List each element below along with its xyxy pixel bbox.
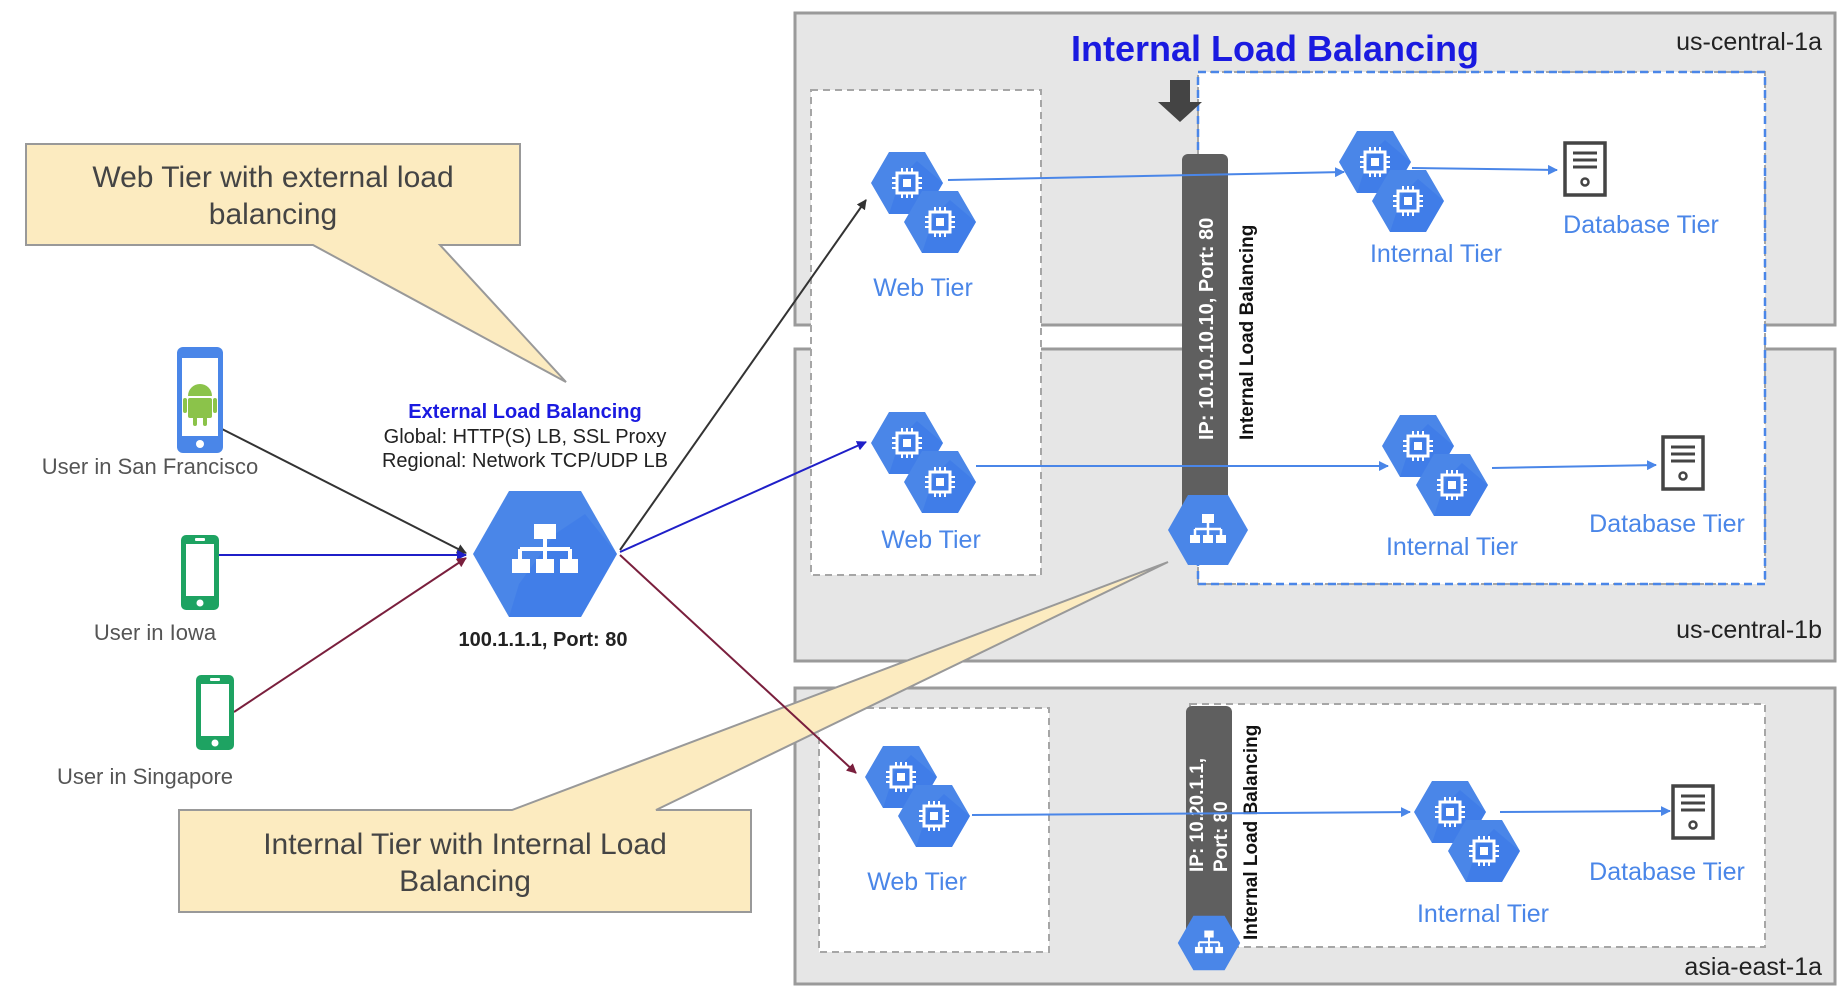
user-label-iowa: User in Iowa — [94, 620, 217, 645]
database-icon — [1671, 784, 1715, 840]
callout-web-tier-line1: Web Tier with external load — [92, 161, 453, 194]
region-label-us-central-1a: us-central-1a — [1676, 28, 1822, 56]
user-label-san-francisco: User in San Francisco — [42, 454, 258, 479]
link-lb-to-web-1b — [619, 441, 867, 553]
internal-tier-group-us — [1197, 71, 1766, 585]
callout-internal-tier-line2: Balancing — [399, 865, 531, 898]
link-internal-to-db-1b — [1491, 460, 1657, 471]
phone-icon — [196, 675, 234, 750]
region-label-asia-east-1a: asia-east-1a — [1684, 953, 1822, 981]
internal-lb-side-label-asia: Internal Load Balancing — [1241, 725, 1262, 940]
region-label-us-central-1b: us-central-1b — [1676, 616, 1822, 644]
phone-icon — [181, 535, 219, 610]
link-internal-to-db-asia — [1499, 806, 1671, 817]
callout-web-tier-line2: balancing — [209, 198, 337, 231]
database-icon — [1563, 141, 1607, 197]
external-lb-title: External Load Balancing — [408, 401, 641, 423]
callout-web-tier — [25, 143, 567, 383]
internal-lb-ip-asia-1: IP: 10.20.1.1, — [1187, 758, 1208, 872]
web-tier-label-1a: Web Tier — [873, 274, 973, 302]
external-lb-address: 100.1.1.1, Port: 80 — [459, 629, 628, 651]
link-web-to-internal-1a — [947, 167, 1345, 181]
internal-tier-label-1a: Internal Tier — [1370, 240, 1502, 268]
external-lb-icon — [473, 491, 617, 617]
internal-lb-ip-us: IP: 10.10.10.10, Port: 80 — [1196, 218, 1218, 440]
callout-internal-tier — [178, 561, 1169, 913]
web-tier-label-asia: Web Tier — [867, 868, 967, 896]
web-tier-label-1b: Web Tier — [881, 526, 981, 554]
database-tier-label-1a: Database Tier — [1563, 211, 1719, 239]
link-lb-to-web-1a — [619, 199, 867, 551]
link-web-to-internal-asia — [971, 807, 1411, 818]
external-lb-line1: Global: HTTP(S) LB, SSL Proxy — [384, 426, 667, 448]
internal-lb-ip-asia-2: Port: 80 — [1211, 801, 1232, 872]
down-arrow-icon — [1158, 80, 1202, 122]
callout-internal-tier-line1: Internal Tier with Internal Load — [263, 828, 667, 861]
external-lb-line2: Regional: Network TCP/UDP LB — [382, 450, 668, 472]
internal-lb-bar-us — [1182, 154, 1228, 514]
database-icon — [1661, 435, 1705, 491]
link-lb-to-web-asia — [619, 554, 857, 774]
link-internal-to-db-1a — [1411, 164, 1558, 175]
internal-tier-label-asia: Internal Tier — [1417, 900, 1549, 928]
diagram-title: Internal Load Balancing — [1071, 28, 1479, 69]
internal-lb-side-label-us: Internal Load Balancing — [1237, 225, 1258, 440]
android-phone-icon — [177, 347, 223, 453]
link-singapore-to-lb — [233, 557, 467, 713]
internal-lb-bar-asia — [1186, 706, 1232, 936]
database-tier-label-1b: Database Tier — [1589, 510, 1745, 538]
user-label-singapore: User in Singapore — [57, 764, 233, 789]
database-tier-label-asia: Database Tier — [1589, 858, 1745, 886]
link-sf-to-lb — [219, 427, 467, 554]
internal-tier-label-1b: Internal Tier — [1386, 533, 1518, 561]
